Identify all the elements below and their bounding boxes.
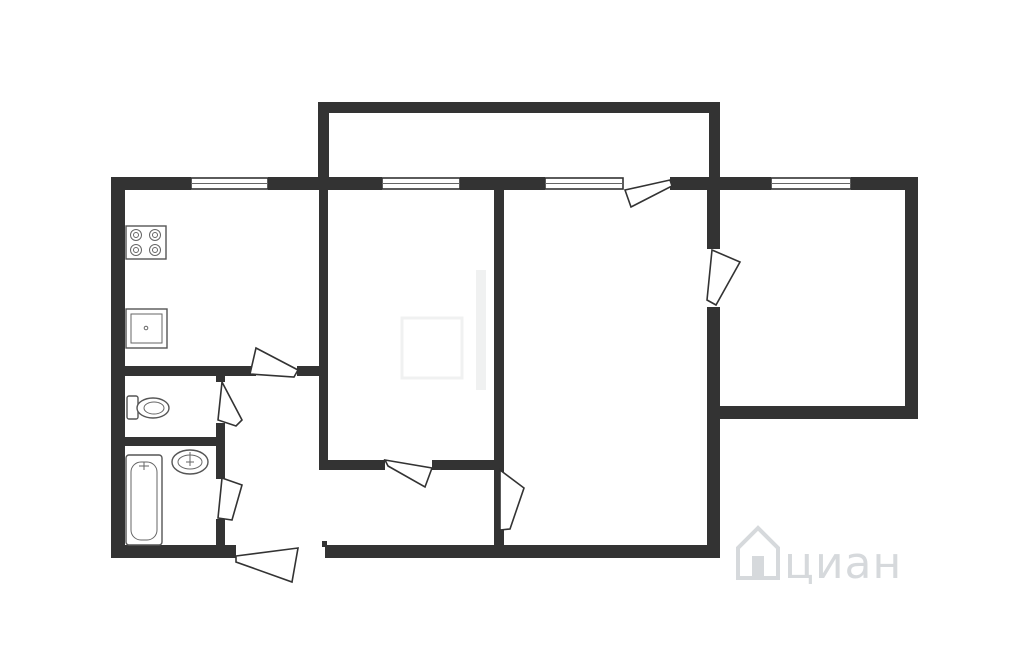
top-wall-bedroom-right xyxy=(460,177,545,190)
cian-house-logo xyxy=(736,525,780,580)
door-bedroom xyxy=(383,458,434,489)
door-bathroom xyxy=(217,476,243,521)
door-wc xyxy=(217,379,243,427)
center-watermark-mark xyxy=(400,270,486,390)
balcony-wall-left xyxy=(318,102,329,190)
bathtub-icon xyxy=(125,454,163,546)
wc-bath-divider xyxy=(111,437,225,446)
bedroom-bottom-wall-right xyxy=(432,460,504,470)
living-right-wall-lower xyxy=(707,307,720,558)
cian-watermark: циан xyxy=(736,525,902,589)
window-kitchen xyxy=(190,177,269,190)
top-wall-kitchen-left xyxy=(111,177,191,190)
windows xyxy=(190,177,852,190)
top-wall-kitchen-right xyxy=(268,177,382,190)
bedroom-living-wall xyxy=(494,188,504,545)
watermark-text: циан xyxy=(784,538,902,589)
bath-right-wall-lower xyxy=(216,519,225,558)
room3-bottom-wall xyxy=(707,406,918,419)
room3-right-wall xyxy=(905,177,918,419)
kitchen-bedroom-wall xyxy=(319,188,328,466)
toilet-icon xyxy=(126,395,170,420)
wc-right-wall-upper xyxy=(216,366,225,382)
wc-right-wall-lower xyxy=(216,423,225,479)
kitchen-bottom-wall-right xyxy=(297,366,328,376)
door-kitchen xyxy=(249,346,300,378)
kitchen-sink-icon xyxy=(125,308,168,349)
entrance-stub xyxy=(322,541,327,547)
bottom-wall-bath xyxy=(111,545,236,558)
kitchen-bottom-wall xyxy=(111,366,256,376)
top-wall-room3-right xyxy=(851,177,918,190)
balcony-wall-top xyxy=(318,102,720,113)
door-room3 xyxy=(706,248,742,307)
window-room3 xyxy=(770,177,852,190)
window-living xyxy=(544,177,624,190)
bedroom-bottom-wall-left xyxy=(319,460,385,470)
living-right-wall-upper xyxy=(707,177,720,249)
stove-icon xyxy=(125,225,167,260)
door-balcony xyxy=(623,179,673,209)
doors xyxy=(217,179,742,584)
washbasin-icon xyxy=(171,449,209,475)
walls xyxy=(111,102,918,558)
bottom-wall-main xyxy=(325,545,720,558)
door-entrance xyxy=(235,547,299,584)
window-bedroom xyxy=(381,177,461,190)
door-living xyxy=(499,468,525,531)
balcony-wall-right xyxy=(709,102,720,190)
top-wall-living-right xyxy=(670,177,771,190)
